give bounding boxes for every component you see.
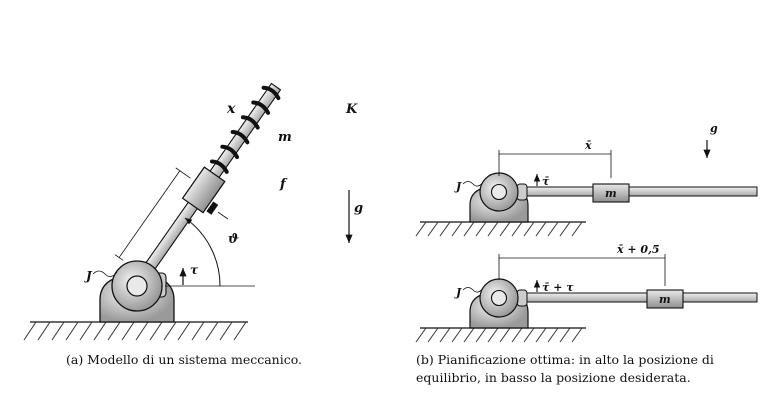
caption-b-line1: (b) Pianificazione ottima: in alto la po… — [416, 352, 714, 367]
rod-b-top — [519, 186, 758, 197]
label-J-b-bottom: J — [454, 286, 462, 299]
label-K: K — [345, 102, 358, 117]
panel-a: x m K f g ϑ J τ (a) Modello di un sistem… — [23, 82, 363, 367]
label-m-b-bottom: m — [659, 293, 671, 306]
label-theta: ϑ — [228, 232, 239, 247]
label-m-b-top: m — [605, 187, 617, 200]
J-leader-a — [92, 270, 118, 277]
label-g-a: g — [354, 201, 363, 216]
mass-block-a — [181, 166, 226, 214]
label-f: f — [279, 177, 288, 192]
spring-K — [209, 85, 281, 174]
rod-b-bottom — [519, 292, 758, 303]
panel-b-bottom: m x̄ + 0,5 J τ̄ + τ — [415, 243, 758, 343]
motor-hub-a — [111, 260, 167, 312]
label-x: x — [226, 101, 236, 117]
ground-a — [23, 321, 248, 341]
mass-block-b-bottom — [646, 289, 684, 309]
dimension-xbar-plus — [498, 254, 666, 286]
label-J-b-top: J — [454, 180, 462, 193]
dimension-x — [114, 167, 191, 261]
label-m-a: m — [278, 130, 292, 145]
ground-b-top — [415, 221, 586, 237]
dimension-xbar — [498, 150, 612, 178]
mass-block-b-top — [592, 183, 630, 203]
panel-b-top: g m x̄ J τ̄ — [415, 122, 758, 237]
rod-a — [114, 82, 282, 279]
ground-b-bottom — [415, 327, 586, 343]
label-xbar-plus: x̄ + 0,5 — [616, 243, 660, 256]
label-J-a: J — [84, 269, 93, 283]
friction-pad — [206, 201, 219, 215]
angle-arc — [184, 217, 221, 287]
label-tau-a: τ — [190, 263, 199, 277]
label-xbar: x̄ — [584, 139, 592, 152]
label-tau-sum: τ̄ + τ — [542, 281, 574, 294]
caption-b-line2: equilibrio, in basso la posizione deside… — [416, 370, 691, 385]
label-g-b: g — [710, 122, 718, 135]
label-taubar: τ̄ — [542, 175, 550, 188]
caption-a: (a) Modello di un sistema meccanico. — [66, 352, 302, 367]
